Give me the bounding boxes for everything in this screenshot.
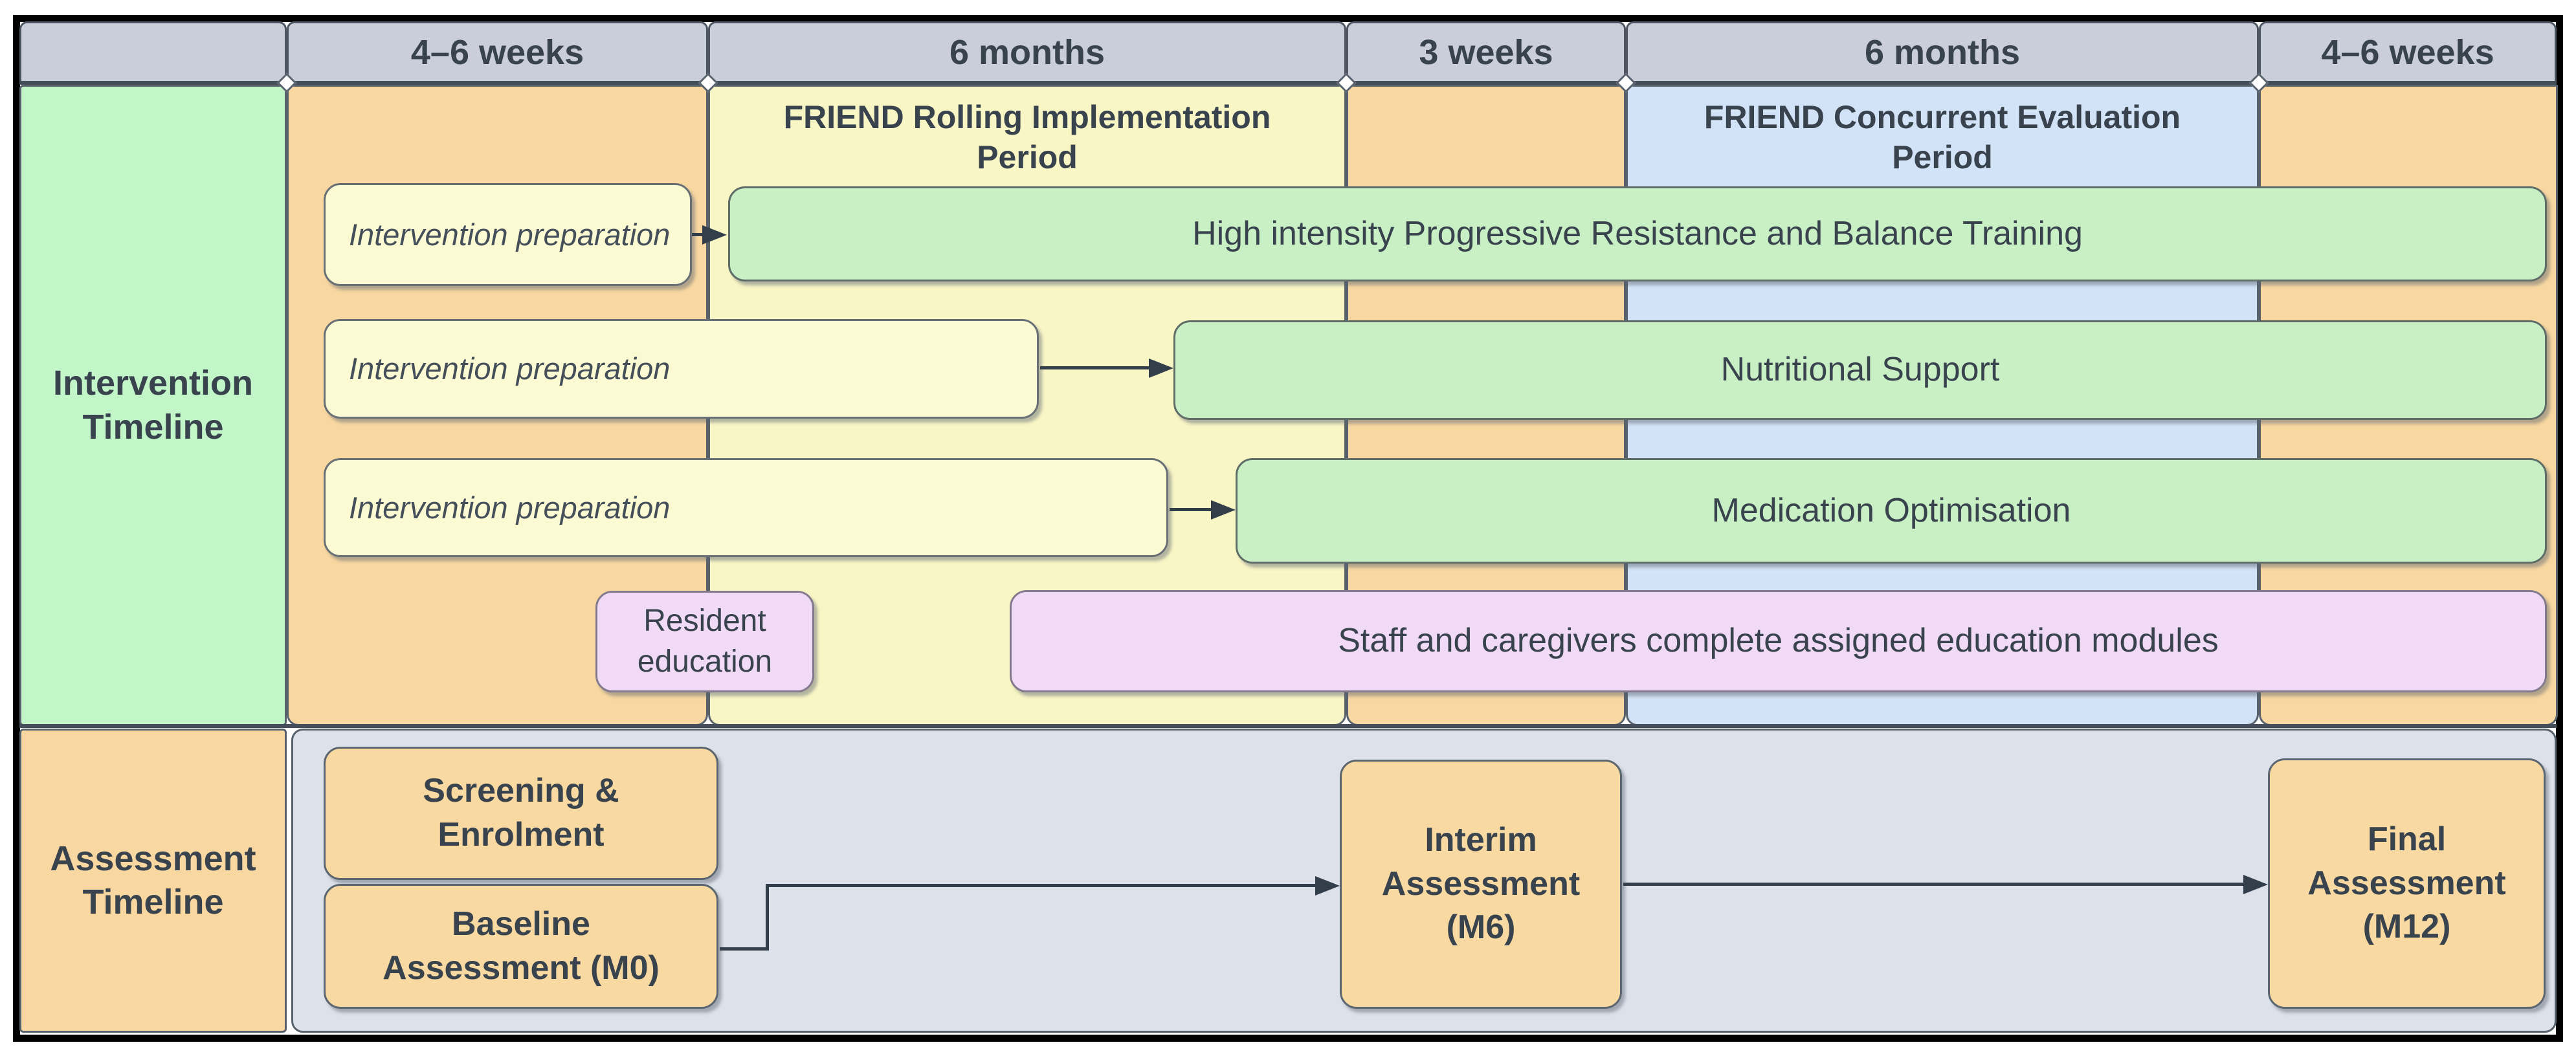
header-cell-3weeks: 3 weeks [1346, 21, 1626, 83]
header-cell-weeks-2: 4–6 weeks [2259, 21, 2557, 83]
final-assessment-box: Final Assessment (M12) [2268, 758, 2546, 1009]
arrow-interim-head [1315, 876, 1340, 896]
assessment-timeline-label: Assessment Timeline [19, 729, 287, 1033]
staff-education-box: Staff and caregivers complete assigned e… [1010, 590, 2547, 692]
connector-baseline-h1 [720, 947, 769, 951]
connector-baseline-v [766, 884, 769, 951]
header-cell-months-1: 6 months [708, 21, 1346, 83]
intervention-prep-box-3: Intervention preparation [324, 458, 1168, 557]
arrow-prep2-line [1040, 366, 1150, 369]
resident-education-box: Resident education [595, 591, 814, 692]
intervention-prep-box-2: Intervention preparation [324, 319, 1039, 419]
arrow-prep3-line [1170, 508, 1212, 511]
arrow-final-head [2243, 875, 2268, 894]
arrow-interim-final-line [1623, 883, 2243, 886]
medication-optimisation-box: Medication Optimisation [1236, 458, 2547, 564]
header-cell-months-2: 6 months [1626, 21, 2259, 83]
arrow-prep2-head [1149, 358, 1173, 378]
header-cell-weeks-1: 4–6 weeks [287, 21, 708, 83]
header-cell-empty [19, 21, 287, 83]
arrow-prep3-head [1211, 500, 1236, 520]
training-box: High intensity Progressive Resistance an… [728, 186, 2547, 281]
arrow-prep1-head [702, 225, 727, 245]
evaluation-period-title: FRIEND Concurrent Evaluation Period [1704, 99, 2181, 175]
baseline-assessment-box: Baseline Assessment (M0) [324, 884, 718, 1009]
intervention-prep-box-1: Intervention preparation [324, 183, 692, 286]
intervention-timeline-label: Intervention Timeline [19, 85, 287, 726]
implementation-period-title: FRIEND Rolling Implementation Period [783, 99, 1271, 175]
arrow-prep1-line [692, 233, 704, 236]
nutritional-support-box: Nutritional Support [1173, 320, 2547, 420]
row-divider [19, 724, 2557, 728]
screening-enrolment-box: Screening & Enrolment [324, 747, 718, 880]
connector-baseline-h2 [768, 884, 1315, 887]
interim-assessment-box: Interim Assessment (M6) [1340, 760, 1622, 1009]
header-divider [19, 81, 2557, 85]
